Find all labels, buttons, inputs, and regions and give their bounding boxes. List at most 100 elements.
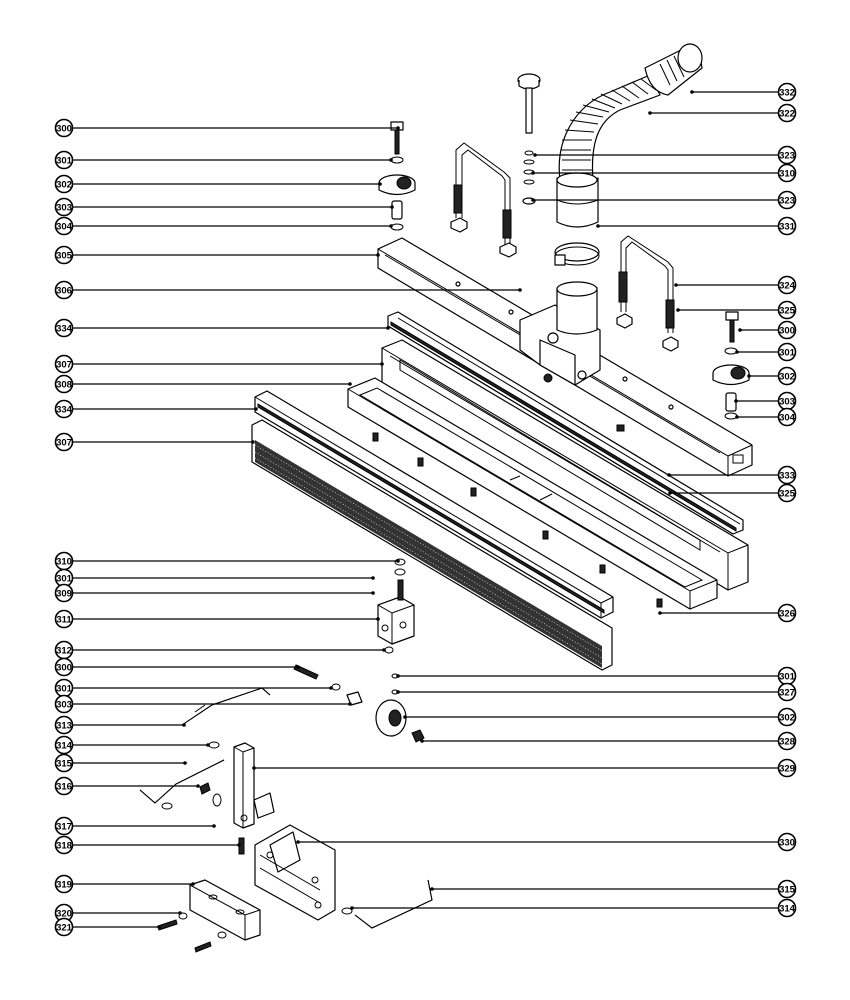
leader-dot bbox=[396, 674, 400, 678]
part-callout-312[interactable]: 312 bbox=[54, 640, 74, 660]
hose-end-cap bbox=[644, 43, 703, 96]
bottom-plate bbox=[157, 879, 261, 953]
part-callout-305[interactable]: 305 bbox=[54, 245, 74, 265]
part-callout-310[interactable]: 310 bbox=[777, 163, 797, 183]
part-callout-328[interactable]: 328 bbox=[777, 731, 797, 751]
part-callout-300[interactable]: 300 bbox=[54, 118, 74, 138]
wheel-assembly-upper-left bbox=[378, 121, 416, 231]
part-callout-300[interactable]: 300 bbox=[54, 657, 74, 677]
part-callout-325[interactable]: 325 bbox=[777, 483, 797, 503]
callout-label: 309 bbox=[56, 588, 72, 599]
callout-label: 326 bbox=[779, 608, 795, 619]
leader-dot bbox=[390, 205, 394, 209]
u-bolt-right bbox=[616, 235, 679, 352]
part-callout-329[interactable]: 329 bbox=[777, 758, 797, 778]
callout-circle bbox=[777, 82, 797, 102]
leader-dot bbox=[420, 739, 424, 743]
part-callout-333[interactable]: 333 bbox=[777, 465, 797, 485]
part-callout-318[interactable]: 318 bbox=[54, 835, 74, 855]
part-callout-324[interactable]: 324 bbox=[777, 275, 797, 295]
leader-dot bbox=[251, 440, 255, 444]
part-callout-322[interactable]: 322 bbox=[777, 103, 797, 123]
part-callout-327[interactable]: 327 bbox=[777, 682, 797, 702]
part-callout-309[interactable]: 309 bbox=[54, 583, 74, 603]
u-bolt-left bbox=[450, 142, 517, 258]
leader-dot bbox=[648, 111, 652, 115]
callout-circle bbox=[54, 816, 74, 836]
part-callout-316[interactable]: 316 bbox=[54, 776, 74, 796]
part-callout-301[interactable]: 301 bbox=[777, 666, 797, 686]
part-callout-303[interactable]: 303 bbox=[54, 197, 74, 217]
part-callout-325[interactable]: 325 bbox=[777, 300, 797, 320]
callout-label: 315 bbox=[56, 758, 73, 769]
callout-label: 304 bbox=[56, 221, 73, 232]
callout-label: 334 bbox=[56, 323, 73, 334]
callout-label: 303 bbox=[56, 699, 72, 710]
leader-dot bbox=[237, 843, 241, 847]
part-callout-301[interactable]: 301 bbox=[54, 678, 74, 698]
leader-dot bbox=[690, 90, 694, 94]
part-callout-301[interactable]: 301 bbox=[54, 150, 74, 170]
part-callout-303[interactable]: 303 bbox=[54, 694, 74, 714]
vertical-plate bbox=[233, 742, 275, 855]
callout-label: 310 bbox=[779, 168, 795, 179]
callout-label: 311 bbox=[56, 614, 72, 625]
part-callout-332[interactable]: 332 bbox=[777, 82, 797, 102]
part-callout-301[interactable]: 301 bbox=[777, 342, 797, 362]
part-callout-304[interactable]: 304 bbox=[777, 407, 797, 427]
callout-label: 328 bbox=[779, 736, 795, 747]
handle-rods bbox=[139, 687, 271, 810]
rubber-strip-upper bbox=[387, 311, 744, 535]
part-callout-323[interactable]: 323 bbox=[777, 190, 797, 210]
callout-label: 300 bbox=[56, 662, 72, 673]
part-callout-302[interactable]: 302 bbox=[777, 366, 797, 386]
callout-label: 301 bbox=[56, 573, 73, 584]
callout-label: 324 bbox=[779, 280, 796, 291]
callout-circle bbox=[54, 715, 74, 735]
part-callout-300[interactable]: 300 bbox=[777, 320, 797, 340]
callout-label: 333 bbox=[779, 470, 795, 481]
part-callout-331[interactable]: 331 bbox=[777, 216, 797, 236]
part-callout-334[interactable]: 334 bbox=[54, 318, 74, 338]
part-callout-315[interactable]: 315 bbox=[54, 753, 74, 773]
leader-dot bbox=[254, 407, 258, 411]
part-callout-313[interactable]: 313 bbox=[54, 715, 74, 735]
callout-circle bbox=[54, 216, 74, 236]
part-callout-306[interactable]: 306 bbox=[54, 280, 74, 300]
part-callout-323[interactable]: 323 bbox=[777, 145, 797, 165]
leader-dot bbox=[531, 171, 535, 175]
callout-label: 308 bbox=[56, 379, 72, 390]
part-callout-330[interactable]: 330 bbox=[777, 832, 797, 852]
part-callout-319[interactable]: 319 bbox=[54, 874, 74, 894]
part-callout-308[interactable]: 308 bbox=[54, 374, 74, 394]
part-callout-302[interactable]: 302 bbox=[777, 707, 797, 727]
callout-circle bbox=[54, 776, 74, 796]
part-callout-317[interactable]: 317 bbox=[54, 816, 74, 836]
part-callout-321[interactable]: 321 bbox=[54, 917, 74, 937]
part-callout-314[interactable]: 314 bbox=[777, 898, 797, 918]
part-callout-307[interactable]: 307 bbox=[54, 432, 74, 452]
callout-circle bbox=[777, 707, 797, 727]
part-callout-302[interactable]: 302 bbox=[54, 174, 74, 194]
part-callout-315[interactable]: 315 bbox=[777, 879, 797, 899]
part-callout-334[interactable]: 334 bbox=[54, 399, 74, 419]
callout-circle bbox=[777, 483, 797, 503]
leader-dot bbox=[668, 491, 672, 495]
part-callout-311[interactable]: 311 bbox=[54, 609, 74, 629]
callout-circle bbox=[777, 832, 797, 852]
part-callout-326[interactable]: 326 bbox=[777, 603, 797, 623]
part-callout-310[interactable]: 310 bbox=[54, 551, 74, 571]
part-callout-303[interactable]: 303 bbox=[777, 391, 797, 411]
callout-circle bbox=[54, 354, 74, 374]
callout-circle bbox=[777, 275, 797, 295]
leader-dot bbox=[182, 723, 186, 727]
part-callout-314[interactable]: 314 bbox=[54, 735, 74, 755]
callout-circle bbox=[777, 320, 797, 340]
part-callout-307[interactable]: 307 bbox=[54, 354, 74, 374]
callout-label: 313 bbox=[56, 720, 72, 731]
part-callout-304[interactable]: 304 bbox=[54, 216, 74, 236]
knob-bolt bbox=[517, 73, 541, 205]
callout-label: 301 bbox=[56, 683, 73, 694]
leader-dot bbox=[531, 198, 535, 202]
leader-dot bbox=[183, 761, 187, 765]
